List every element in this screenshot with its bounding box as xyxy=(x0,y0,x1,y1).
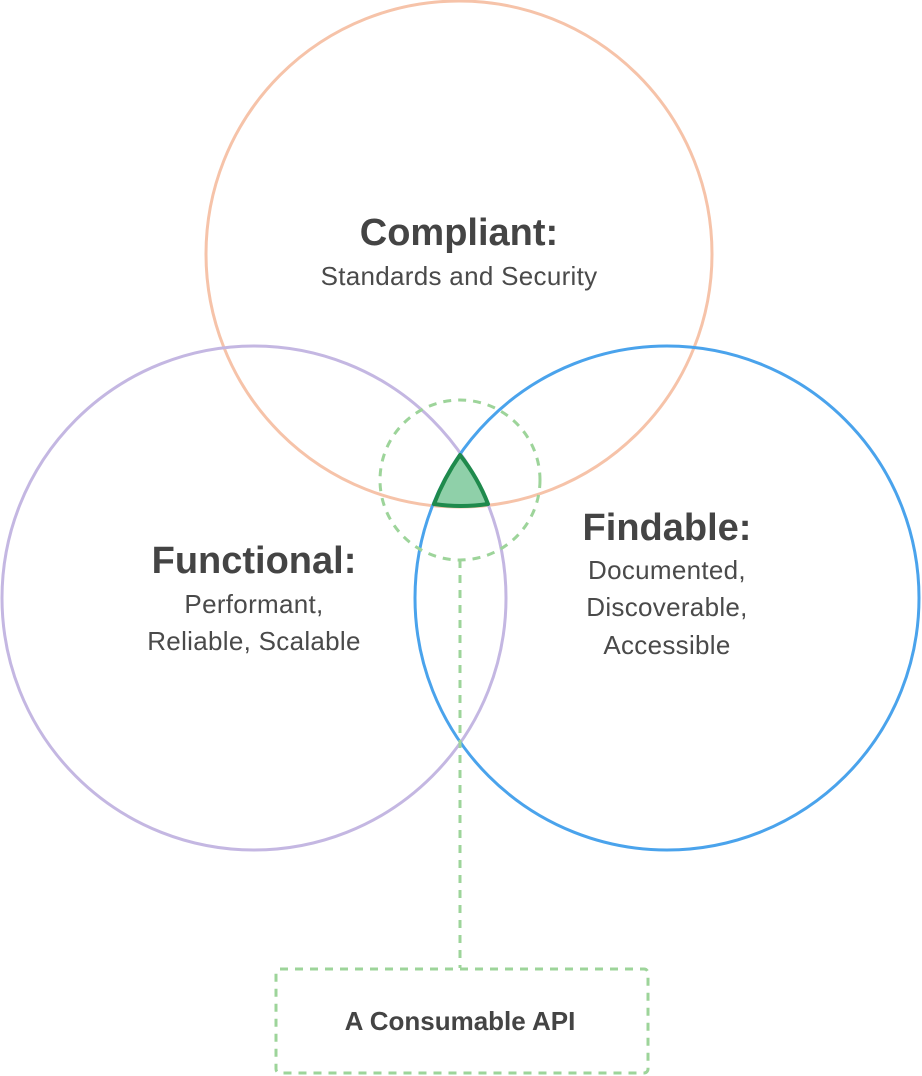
findable-line-2: Discoverable, xyxy=(586,592,747,622)
intersection-region xyxy=(432,453,490,508)
result-label: A Consumable API xyxy=(345,1006,576,1036)
functional-line-2: Reliable, Scalable xyxy=(147,626,361,656)
findable-line-1: Documented, xyxy=(588,555,746,585)
findable-circle xyxy=(413,344,921,852)
functional-circle xyxy=(0,344,508,852)
findable-title: Findable: xyxy=(583,507,752,549)
compliant-circle xyxy=(204,0,714,509)
functional-title: Functional: xyxy=(152,540,357,582)
compliant-subtitle: Standards and Security xyxy=(321,261,598,291)
functional-line-1: Performant, xyxy=(184,589,323,619)
result-box xyxy=(274,967,650,1075)
findable-line-3: Accessible xyxy=(603,630,730,660)
compliant-title: Compliant: xyxy=(360,212,558,254)
